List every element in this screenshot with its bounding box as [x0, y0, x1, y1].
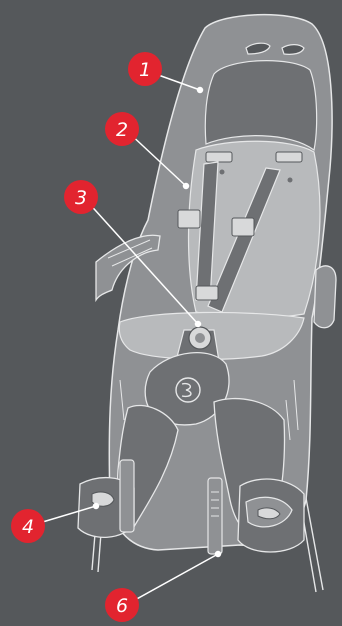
- callout-label-6: 6: [116, 595, 128, 617]
- callout-badge-4: 4: [11, 509, 45, 543]
- brand-logo: [175, 377, 201, 403]
- front-pommel: [144, 352, 230, 426]
- callout-label-2: 2: [116, 119, 128, 141]
- callout-badge-3: 3: [64, 180, 98, 214]
- headrest-slots: [245, 42, 305, 55]
- right-armrest: [313, 265, 337, 329]
- callout-label-4: 4: [22, 516, 34, 538]
- leader-lines: [35, 71, 222, 607]
- callout-badge-6: 6: [105, 588, 139, 622]
- right-footrest: [207, 477, 305, 555]
- headrest-recess: [204, 60, 318, 152]
- left-footrest: [77, 459, 135, 539]
- shoulder-brackets: [205, 151, 303, 163]
- callout-label-3: 3: [75, 187, 87, 209]
- strap-adjusters: [177, 209, 255, 301]
- callout-badge-2: 2: [105, 112, 139, 146]
- callout-badge-1: 1: [128, 52, 162, 86]
- callout-label-1: 1: [139, 59, 151, 81]
